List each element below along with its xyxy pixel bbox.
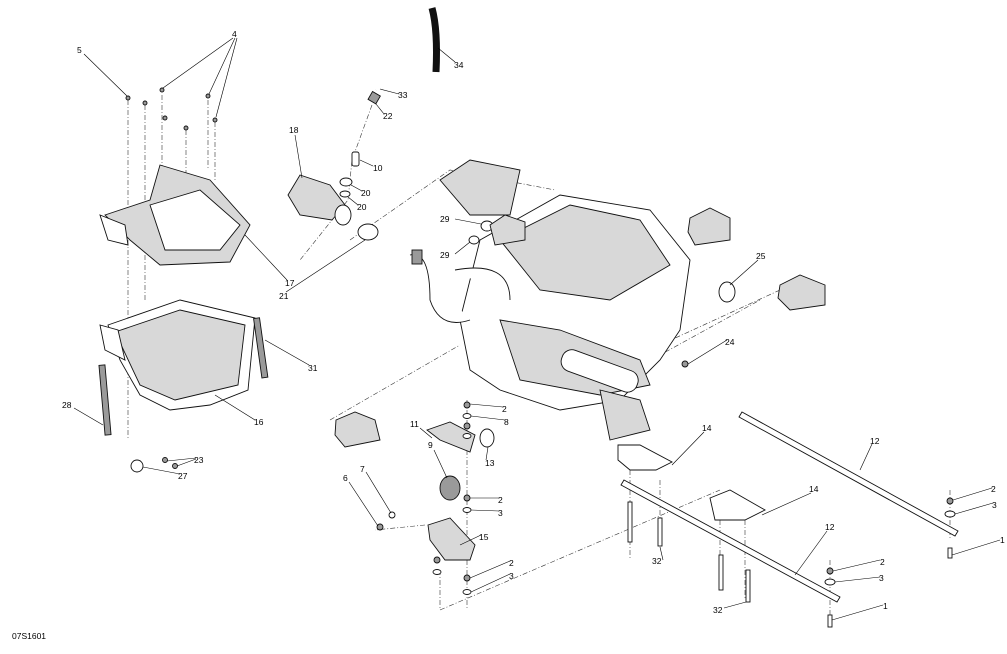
callout-28: 28 (62, 400, 72, 410)
callout-14a: 14 (702, 423, 712, 433)
callout-6: 6 (343, 473, 348, 483)
callout-29b: 29 (440, 250, 450, 260)
screws (125, 87, 218, 469)
callout-17: 17 (285, 278, 295, 288)
callout-10: 10 (373, 163, 383, 173)
figure-id: 07S1601 (12, 631, 46, 641)
callout-24: 24 (725, 337, 735, 347)
air-box (98, 299, 269, 473)
callout-2-upper: 2 (502, 404, 507, 414)
callout-3-mid: 3 (498, 508, 503, 518)
mounting-bars (617, 411, 959, 628)
callout-14b: 14 (809, 484, 819, 494)
callout-32a: 32 (652, 556, 662, 566)
callout-2-mid: 2 (498, 495, 503, 505)
callout-11: 11 (410, 419, 419, 429)
callout-3-low: 3 (509, 571, 514, 581)
callout-1-right: 1 (1000, 535, 1005, 545)
callout-16: 16 (254, 417, 264, 427)
callout-25: 25 (756, 251, 766, 261)
callout-21: 21 (279, 291, 289, 301)
callout-22: 22 (383, 111, 393, 121)
callout-23: 23 (194, 455, 204, 465)
callout-13: 13 (485, 458, 495, 468)
callout-4: 4 (232, 29, 237, 39)
callout-labels: 5 4 34 33 22 18 10 20 20 29 29 17 21 25 … (12, 29, 1005, 641)
callout-2-right: 2 (991, 484, 996, 494)
callout-12a: 12 (870, 436, 880, 446)
callout-20b: 20 (357, 202, 367, 212)
callout-3-bar: 3 (879, 573, 884, 583)
callout-3-right: 3 (992, 500, 997, 510)
callout-1-bar: 1 (883, 601, 888, 611)
intake-parts (287, 7, 494, 245)
leader-lines (73, 37, 1001, 621)
callout-7: 7 (360, 464, 365, 474)
engine-assembly (409, 159, 691, 441)
callout-5: 5 (77, 45, 82, 55)
callout-2-low: 2 (509, 558, 514, 568)
callout-34: 34 (454, 60, 464, 70)
callout-18: 18 (289, 125, 299, 135)
callout-20a: 20 (361, 188, 371, 198)
callout-8: 8 (504, 417, 509, 427)
callout-33: 33 (398, 90, 408, 100)
callout-32b: 32 (713, 605, 723, 615)
callout-2-bar: 2 (880, 557, 885, 567)
callout-27: 27 (178, 471, 188, 481)
engine-mounts (334, 207, 826, 595)
callout-31: 31 (308, 363, 318, 373)
callout-9: 9 (428, 440, 433, 450)
callout-12b: 12 (825, 522, 835, 532)
air-box-cover (99, 164, 251, 266)
callout-29a: 29 (440, 214, 450, 224)
callout-15: 15 (479, 532, 489, 542)
